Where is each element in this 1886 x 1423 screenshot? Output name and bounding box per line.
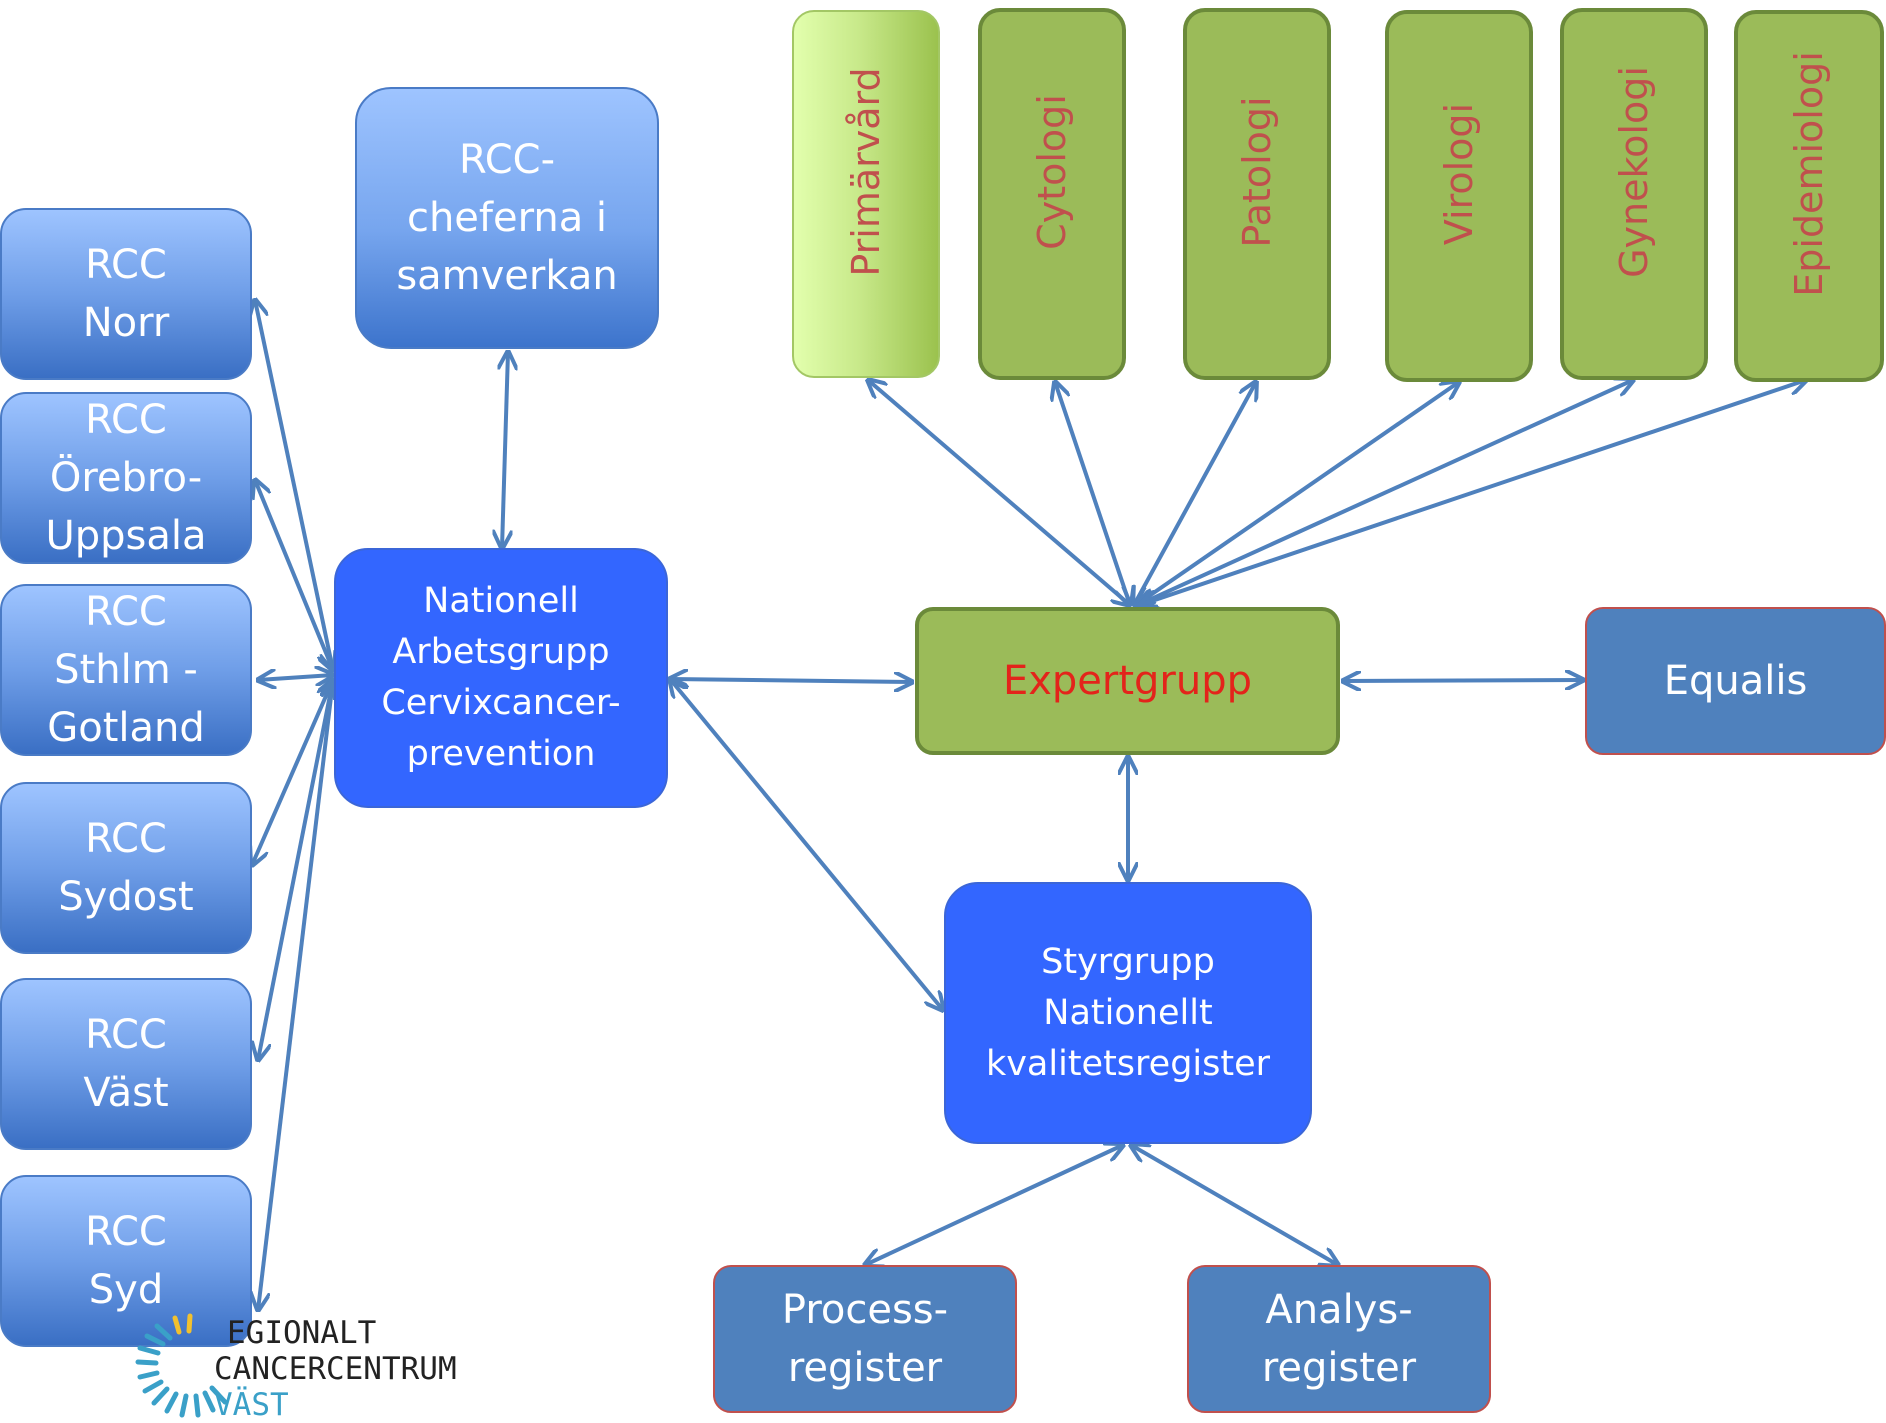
node-expertgrupp[interactable]: Expertgrupp	[915, 607, 1340, 755]
node-processregister-label: Process- register	[781, 1287, 949, 1391]
node-equalis[interactable]: Equalis	[1585, 607, 1886, 755]
connector-rcc-norr	[255, 300, 333, 670]
node-rcc-norr[interactable]: RCC Norr	[0, 208, 252, 380]
connector-styrgrupp-process	[865, 1145, 1123, 1265]
node-virologi[interactable]: Virologi	[1385, 10, 1533, 382]
connector-expert-virologi	[1136, 382, 1459, 605]
connector-expert-cytologi	[1055, 382, 1130, 605]
logo-text-cancercentrum: CANCERCENTRUM	[214, 1351, 457, 1387]
connector-rcc-syd	[258, 680, 333, 1310]
node-cytologi[interactable]: Cytologi	[978, 8, 1126, 380]
connector-chefer-nationell	[502, 352, 508, 548]
connector-expert-epidemiologi	[1140, 380, 1806, 605]
node-rcc-sthlm-gotland-label: RCC Sthlm - Gotland	[47, 589, 205, 751]
node-styrgrupp-label: Styrgrupp Nationellt kvalitetsregister	[985, 941, 1271, 1084]
node-rcc-sydost[interactable]: RCC Sydost	[0, 782, 252, 954]
node-rcc-cheferna[interactable]: RCC- cheferna i samverkan	[355, 87, 659, 349]
connector-expert-equalis	[1343, 680, 1583, 681]
rcc-vast-logo-icon	[135, 1313, 228, 1418]
node-epidemiologi-label: Epidemiologi	[1787, 51, 1831, 297]
node-rcc-syd-label: RCC Syd	[85, 1209, 167, 1313]
logo-text-vast: VÄST	[214, 1387, 289, 1423]
node-epidemiologi[interactable]: Epidemiologi	[1734, 10, 1884, 382]
node-cytologi-label: Cytologi	[1030, 94, 1074, 250]
node-rcc-vast[interactable]: RCC Väst	[0, 978, 252, 1150]
node-primarvard-label: Primärvård	[844, 67, 888, 277]
node-rcc-sydost-label: RCC Sydost	[58, 816, 194, 920]
node-nationell-arbetsgrupp-label: Nationell Arbetsgrupp Cervixcancer- prev…	[381, 581, 621, 774]
node-patologi-label: Patologi	[1235, 96, 1279, 248]
node-patologi[interactable]: Patologi	[1183, 8, 1331, 380]
connector-rcc-orebro	[255, 480, 333, 670]
connector-styrgrupp-analys	[1131, 1145, 1338, 1265]
node-gynekologi-label: Gynekologi	[1612, 66, 1656, 279]
node-processregister[interactable]: Process- register	[713, 1265, 1017, 1413]
node-virologi-label: Virologi	[1437, 103, 1481, 246]
node-rcc-orebro-uppsala[interactable]: RCC Örebro- Uppsala	[0, 392, 252, 564]
connector-expert-gynekologi	[1138, 380, 1633, 605]
connector-rcc-sthlm	[258, 675, 333, 680]
node-rcc-sthlm-gotland[interactable]: RCC Sthlm - Gotland	[0, 584, 252, 756]
node-expertgrupp-label: Expertgrupp	[1002, 658, 1253, 704]
node-rcc-orebro-uppsala-label: RCC Örebro- Uppsala	[45, 397, 207, 559]
connector-nationell-expert	[670, 679, 912, 682]
node-rcc-norr-label: RCC Norr	[82, 242, 170, 346]
node-analysregister-label: Analys- register	[1261, 1287, 1417, 1391]
node-styrgrupp[interactable]: Styrgrupp Nationellt kvalitetsregister	[944, 882, 1312, 1144]
node-nationell-arbetsgrupp[interactable]: Nationell Arbetsgrupp Cervixcancer- prev…	[334, 548, 668, 808]
node-gynekologi[interactable]: Gynekologi	[1560, 8, 1708, 380]
node-rcc-vast-label: RCC Väst	[83, 1012, 169, 1116]
connector-nationell-styrgrupp	[670, 679, 943, 1010]
node-equalis-label: Equalis	[1663, 658, 1808, 704]
logo-text-regionalt: EGIONALT	[227, 1315, 377, 1351]
node-rcc-cheferna-label: RCC- cheferna i samverkan	[396, 137, 618, 299]
node-analysregister[interactable]: Analys- register	[1187, 1265, 1491, 1413]
node-primarvard[interactable]: Primärvård	[792, 10, 940, 378]
node-rcc-syd[interactable]: RCC Syd	[0, 1175, 252, 1347]
